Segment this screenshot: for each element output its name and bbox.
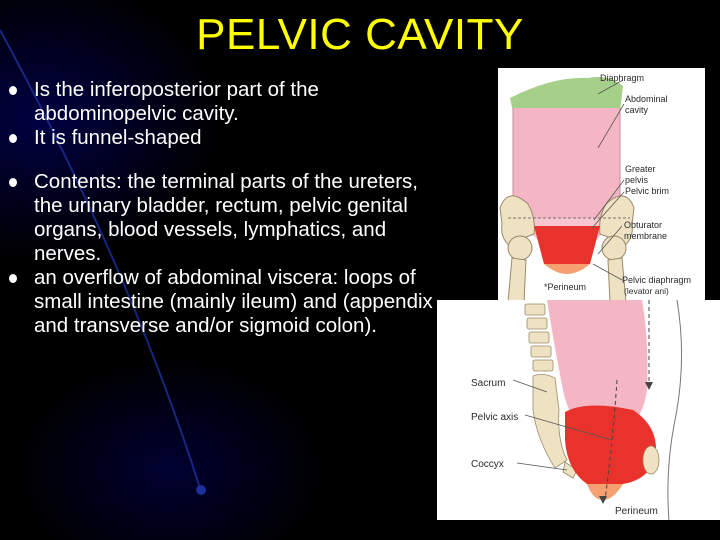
- abdominal-cavity-shape: [513, 108, 620, 218]
- iliac-bone-left: [499, 195, 535, 247]
- label-obturator-membrane-2: membrane: [624, 231, 667, 241]
- label-coccyx: Coccyx: [471, 459, 504, 470]
- label-perineum-top: *Perineum: [544, 282, 586, 292]
- label-pelvic-diaphragm: Pelvic diaphragm: [622, 275, 691, 285]
- bullet-icon: [9, 274, 17, 283]
- label-pelvic-axis: Pelvic axis: [471, 412, 518, 423]
- label-diaphragm: Diaphragm: [600, 73, 644, 83]
- bullet-icon: [9, 86, 17, 95]
- bullet-item: It is funnel-shaped: [8, 126, 438, 150]
- label-perineum-bottom: Perineum: [615, 506, 658, 517]
- label-greater-pelvis-2: pelvis: [625, 175, 649, 185]
- slide-title: PELVIC CAVITY: [196, 10, 524, 59]
- label-pelvic-brim: Pelvic brim: [625, 186, 669, 196]
- bullet-icon: [9, 134, 17, 143]
- bullet-text: Contents: the terminal parts of the uret…: [34, 170, 418, 265]
- perineum-sagittal: [587, 484, 623, 500]
- bullet-text: an overflow of abdominal viscera: loops …: [34, 266, 433, 337]
- iliac-bone-right: [599, 195, 635, 247]
- figure-coronal-pelvis: Diaphragm Abdominal cavity Greater pelvi…: [498, 68, 705, 303]
- perineum-shape: [544, 264, 590, 274]
- bullet-text: It is funnel-shaped: [34, 126, 202, 149]
- label-obturator-membrane: Obturator: [624, 220, 662, 230]
- lesser-pelvis-sagittal: [565, 405, 657, 484]
- bullet-icon: [9, 178, 17, 187]
- abdominal-cavity-sagittal: [547, 300, 648, 432]
- label-sacrum: Sacrum: [471, 378, 505, 389]
- lesser-pelvis-shape: [534, 226, 600, 264]
- bullet-item: an overflow of abdominal viscera: loops …: [8, 266, 438, 338]
- bullet-text: Is the inferoposterior part of the abdom…: [34, 78, 319, 125]
- label-abdominal-cavity: Abdominal: [625, 94, 668, 104]
- figure-sagittal-pelvis: Sacrum Pelvic axis Coccyx Perineum: [437, 299, 720, 521]
- bullet-list: Is the inferoposterior part of the abdom…: [8, 78, 438, 338]
- bullet-item: Contents: the terminal parts of the uret…: [8, 170, 438, 266]
- bullet-item: Is the inferoposterior part of the abdom…: [8, 78, 438, 126]
- label-greater-pelvis: Greater: [625, 164, 656, 174]
- diaphragm-shape: [510, 77, 623, 112]
- label-abdominal-cavity-2: cavity: [625, 105, 649, 115]
- label-levator-ani: (levator ani): [624, 286, 669, 296]
- vertebral-column: [524, 303, 578, 479]
